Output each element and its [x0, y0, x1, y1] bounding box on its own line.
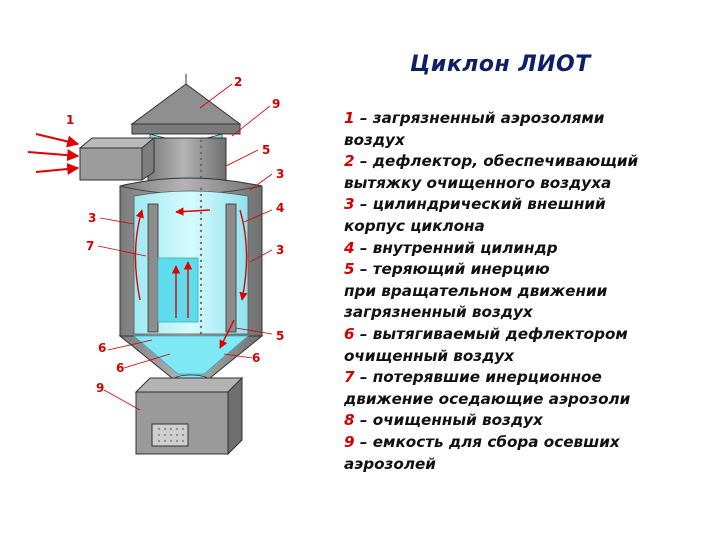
callout-label: 1 — [66, 113, 74, 127]
legend-line: загрязненный воздух — [344, 302, 714, 324]
legend-text: очищенный воздух — [344, 346, 515, 365]
legend-text: аэрозолей — [344, 454, 436, 473]
callout-label: 3 — [88, 211, 96, 225]
legend-number: 7 — [344, 368, 355, 387]
legend-line: 4 – внутренний цилиндр — [344, 238, 714, 260]
callout-label: 6 — [116, 361, 124, 375]
legend-line: очищенный воздух — [344, 346, 714, 368]
callout-leaders — [97, 83, 273, 411]
legend-number: 2 — [344, 152, 355, 171]
diagram-title: Циклон ЛИОТ — [410, 52, 591, 77]
legend-number: 4 — [344, 238, 355, 257]
legend-line: 9 – емкость для сбора осевших — [344, 432, 714, 454]
collection-bin — [134, 376, 244, 456]
legend-line: 5 – теряющий инерцию — [344, 259, 714, 281]
callout-label: 9 — [272, 97, 280, 111]
legend-line: 6 – вытягиваемый дефлектором — [344, 324, 714, 346]
legend-number: 9 — [344, 432, 355, 451]
legend-text: воздух — [344, 130, 405, 149]
legend-text: корпус циклона — [344, 216, 485, 235]
legend-text: – очищенный воздух — [359, 411, 543, 430]
legend-line: 8 – очищенный воздух — [344, 410, 714, 432]
outer-body — [119, 177, 263, 337]
inlet-duct — [78, 136, 156, 181]
callout-label: 5 — [262, 143, 270, 157]
callout-label: 3 — [276, 243, 284, 257]
legend-line: при вращательном движении — [344, 281, 714, 303]
legend-line: 1 – загрязненный аэрозолями — [344, 108, 714, 130]
legend-text: – внутренний цилиндр — [359, 238, 558, 257]
callout-label: 4 — [276, 201, 284, 215]
flow-arrows — [134, 207, 248, 349]
legend-line: корпус циклона — [344, 216, 714, 238]
legend-text: при вращательном движении — [344, 281, 608, 300]
legend-text: вытяжку очищенного воздуха — [344, 173, 612, 192]
legend-line: 3 – цилиндрический внешний — [344, 194, 714, 216]
callout-label: 6 — [98, 341, 106, 355]
legend-number: 5 — [344, 260, 355, 279]
legend-number: 8 — [344, 411, 355, 430]
legend-line: вытяжку очищенного воздуха — [344, 173, 714, 195]
callout-label: 7 — [86, 239, 94, 253]
legend-text: – вытягиваемый дефлектором — [359, 324, 628, 343]
callout-label: 3 — [276, 167, 284, 181]
deflector — [130, 74, 242, 146]
callout-label: 6 — [252, 351, 260, 365]
legend-text: – потерявшие инерционное — [359, 368, 602, 387]
legend-line: воздух — [344, 130, 714, 152]
legend-text: – теряющий инерцию — [359, 260, 550, 279]
callout-label: 2 — [234, 75, 242, 89]
legend-text: – емкость для сбора осевших — [359, 432, 620, 451]
legend-number: 3 — [344, 195, 355, 214]
legend-text: – дефлектор, обеспечивающий — [359, 152, 639, 171]
legend-number: 6 — [344, 324, 355, 343]
legend-line: 2 – дефлектор, обеспечивающий — [344, 151, 714, 173]
legend-line: аэрозолей — [344, 454, 714, 476]
legend-text: загрязненный воздух — [344, 303, 533, 322]
legend-line: 7 – потерявшие инерционное — [344, 367, 714, 389]
callout-label: 5 — [276, 329, 284, 343]
inlet-arrows — [27, 133, 80, 175]
callout-label: 9 — [96, 381, 104, 395]
legend-text: движение оседающие аэрозоли — [344, 389, 631, 408]
callout-labels: 2 9 1 5 3 4 3 7 3 5 6 6 6 9 — [66, 75, 284, 395]
legend-line: движение оседающие аэрозоли — [344, 389, 714, 411]
legend-text: – цилиндрический внешний — [359, 195, 606, 214]
legend-number: 1 — [344, 109, 355, 127]
legend-text: – загрязненный аэрозолями — [359, 109, 605, 127]
